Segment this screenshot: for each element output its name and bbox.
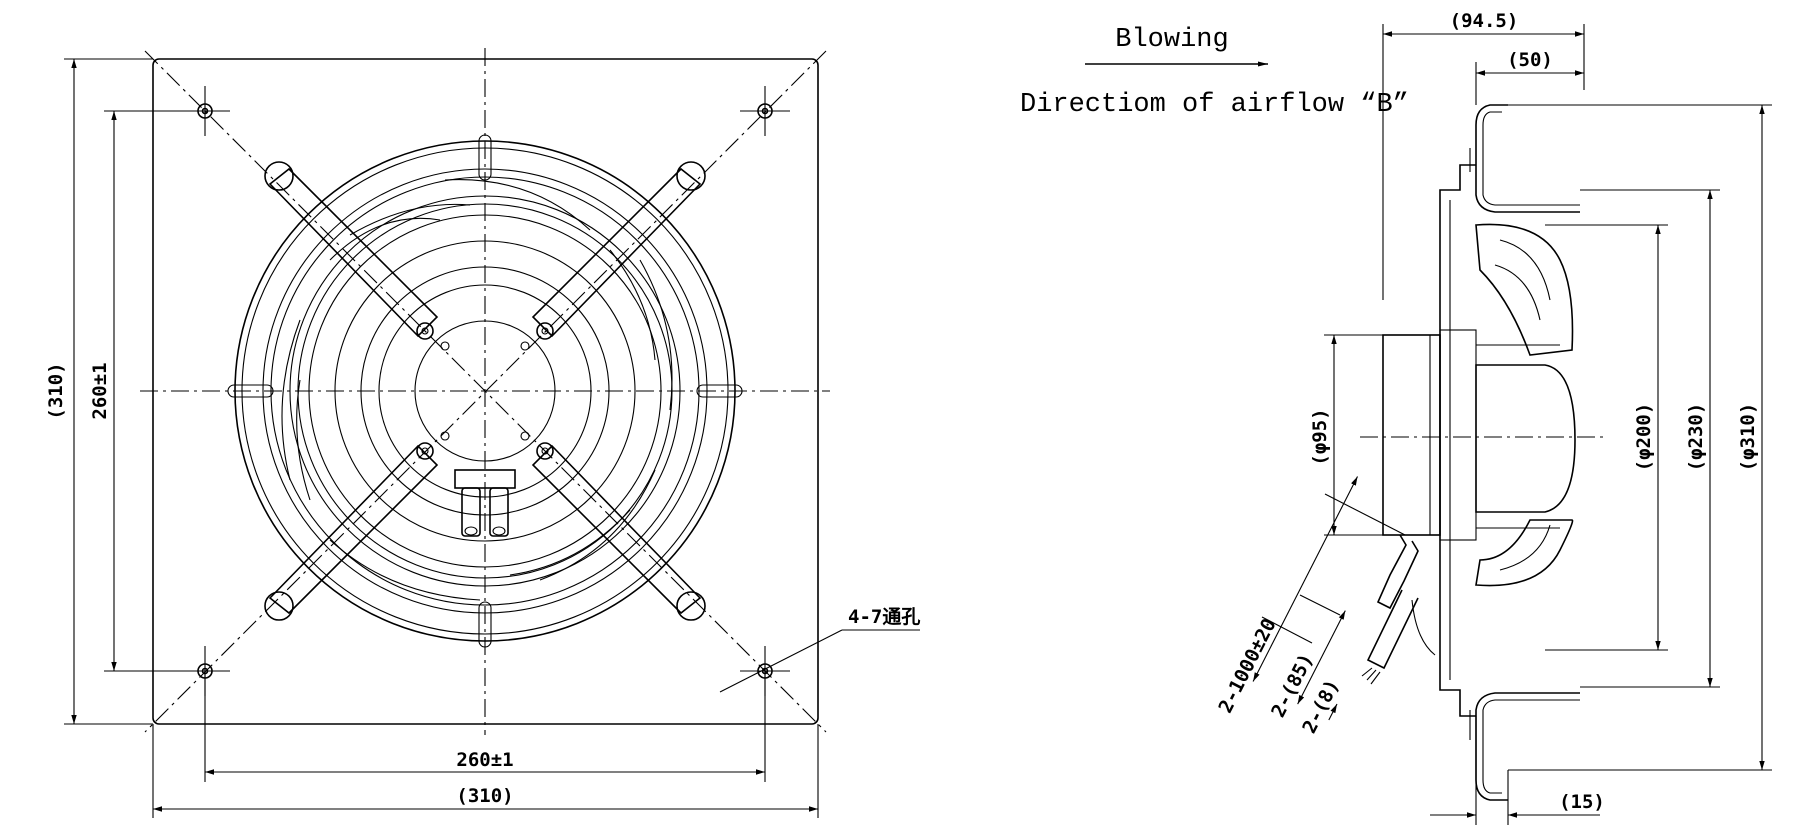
dim-diameter-310: (φ310) bbox=[1737, 403, 1759, 472]
dim-cable-length: 2-1000±20 bbox=[1214, 615, 1280, 717]
dim-depth-50: (50) bbox=[1507, 49, 1553, 71]
dim-height-holes: 260±1 bbox=[89, 362, 111, 419]
power-cable bbox=[1361, 534, 1436, 685]
dim-diameter-230: (φ230) bbox=[1685, 403, 1707, 472]
guard-struts bbox=[264, 161, 706, 621]
front-view: (310) 260±1 260±1 (310) 4-7通孔 bbox=[45, 48, 920, 818]
dim-width-overall: (310) bbox=[456, 785, 513, 807]
dim-diameter-200: (φ200) bbox=[1633, 403, 1655, 472]
motor-hub bbox=[414, 320, 556, 537]
motor-body bbox=[1382, 329, 1477, 541]
shroud-profile bbox=[1439, 104, 1580, 801]
label-airflow-direction: Directiom of airflow “B” bbox=[1020, 90, 1409, 120]
fan-blades bbox=[281, 179, 673, 601]
impeller-blades bbox=[1475, 223, 1576, 587]
dim-flange-15: (15) bbox=[1559, 791, 1605, 813]
dim-width-holes: 260±1 bbox=[456, 749, 513, 771]
finger-guard bbox=[227, 134, 743, 648]
hole-note: 4-7通孔 bbox=[848, 606, 920, 628]
dim-height-overall: (310) bbox=[45, 362, 67, 419]
fan-shroud bbox=[234, 140, 736, 642]
dim-cable-8: 2-(8) bbox=[1298, 676, 1344, 737]
dim-depth-total: (94.5) bbox=[1450, 10, 1519, 32]
side-view: Blowing Directiom of airflow “B” (94.5) … bbox=[1020, 10, 1772, 825]
dim-motor-diameter: (φ95) bbox=[1309, 408, 1331, 465]
label-blowing: Blowing bbox=[1115, 25, 1228, 55]
